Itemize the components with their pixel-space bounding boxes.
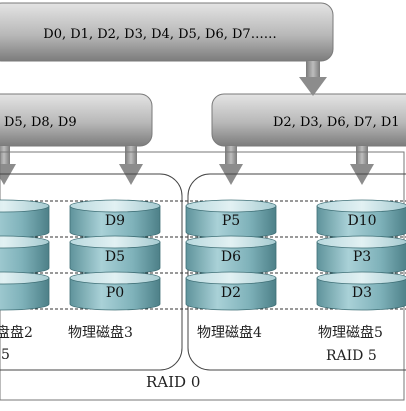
disk3-cell-3: P0 (69, 271, 161, 311)
disk3-cell-3-label: P0 (106, 285, 124, 301)
disk5-cell-3: D3 (316, 271, 406, 311)
disk3-cell-1-label: D9 (105, 213, 125, 229)
disk2-stack (0, 199, 50, 311)
disk2-cell-3 (0, 271, 50, 311)
disk3-caption: 物理磁盘3 (68, 324, 133, 341)
disk5-cell-1-label: D10 (347, 213, 376, 229)
disk4-cell-2-label: D6 (221, 249, 241, 265)
disk4-cell-1-label: P5 (222, 213, 240, 229)
raid0-label: RAID 0 (146, 373, 200, 391)
left-data-box: D5, D8, D9 (0, 93, 153, 147)
disk3-cell-1: D9 (69, 199, 161, 239)
disk5-caption: 物理磁盘5 (318, 324, 383, 341)
disk4-caption: 物理磁盘4 (197, 324, 262, 341)
right-box-label: D2, D3, D6, D7, D1 (273, 115, 400, 130)
raid5-group-left (0, 173, 183, 371)
disk3-cell-2-label: D5 (105, 249, 125, 265)
disk2-cell-2 (0, 235, 50, 275)
top-data-box: D0, D1, D2, D3, D4, D5, D6, D7…… (0, 2, 334, 62)
disk5-cell-1: D10 (316, 199, 406, 239)
left-box-label: D5, D8, D9 (4, 115, 77, 130)
top-box-label: D0, D1, D2, D3, D4, D5, D6, D7…… (43, 27, 276, 42)
disk4-cell-1: P5 (185, 199, 277, 239)
disk4-cell-3-label: D2 (221, 285, 241, 301)
raid5-group-right (187, 173, 406, 371)
disk2-raid-fragment: 5 (1, 347, 10, 363)
disk2-caption: 盘盘2 (0, 324, 33, 341)
right-data-box: D2, D3, D6, D7, D1 (211, 93, 406, 147)
arrow-top-to-right (299, 61, 327, 96)
disk3-cell-2: D5 (69, 235, 161, 275)
disk4-cell-2: D6 (185, 235, 277, 275)
disk2-cell-1 (0, 199, 50, 239)
disk4-cell-3: D2 (185, 271, 277, 311)
disk5-cell-2-label: P3 (353, 249, 371, 265)
disk5-cell-2: P3 (316, 235, 406, 275)
disk5-cell-3-label: D3 (352, 285, 372, 301)
raid5-label: RAID 5 (326, 348, 377, 364)
